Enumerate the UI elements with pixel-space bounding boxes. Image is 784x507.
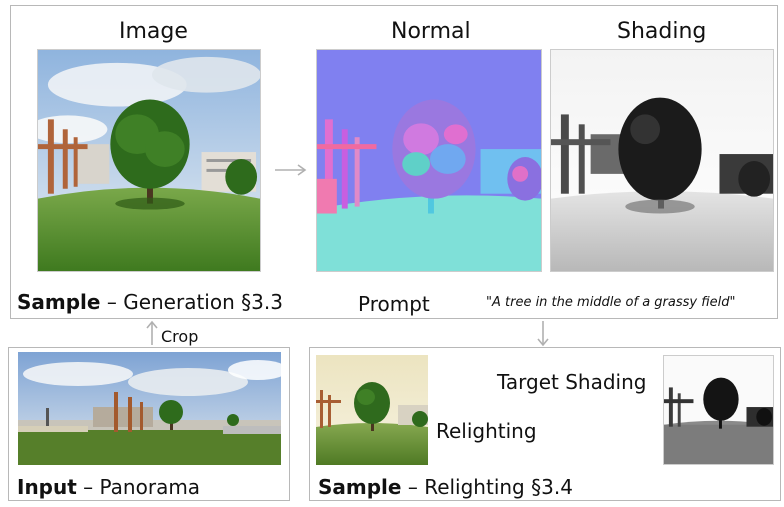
relight-sample-word: Sample [318,475,402,499]
relit-image [316,355,428,465]
relighting-caption-rest: – Relighting §3.4 [401,475,573,499]
crop-arrow-up [146,320,158,345]
prompt-text: "A tree in the middle of a grassy field" [486,295,736,310]
shading-title: Shading [617,19,707,44]
relighting-label: Relighting [436,419,537,443]
sample-word: Sample [17,290,101,314]
target-shading-label: Target Shading [497,370,647,394]
input-caption: Input – Panorama [17,477,200,497]
arrow-right [275,164,307,176]
panorama-image [18,352,281,465]
generation-caption-rest: – Generation §3.3 [100,290,283,314]
generated-image [37,49,261,272]
input-caption-rest: – Panorama [76,475,201,499]
generation-sample-caption: Sample – Generation §3.3 [17,292,283,312]
shading-map-image [550,49,774,272]
crop-label: Crop [161,327,199,346]
prompt-label: Prompt [358,292,430,316]
image-title: Image [119,19,188,44]
arrow-down [537,321,549,347]
normal-title: Normal [391,19,471,44]
target-shading-image [663,355,774,465]
relighting-caption: Sample – Relighting §3.4 [318,477,573,497]
normal-map-image [316,49,542,272]
input-word: Input [17,475,77,499]
